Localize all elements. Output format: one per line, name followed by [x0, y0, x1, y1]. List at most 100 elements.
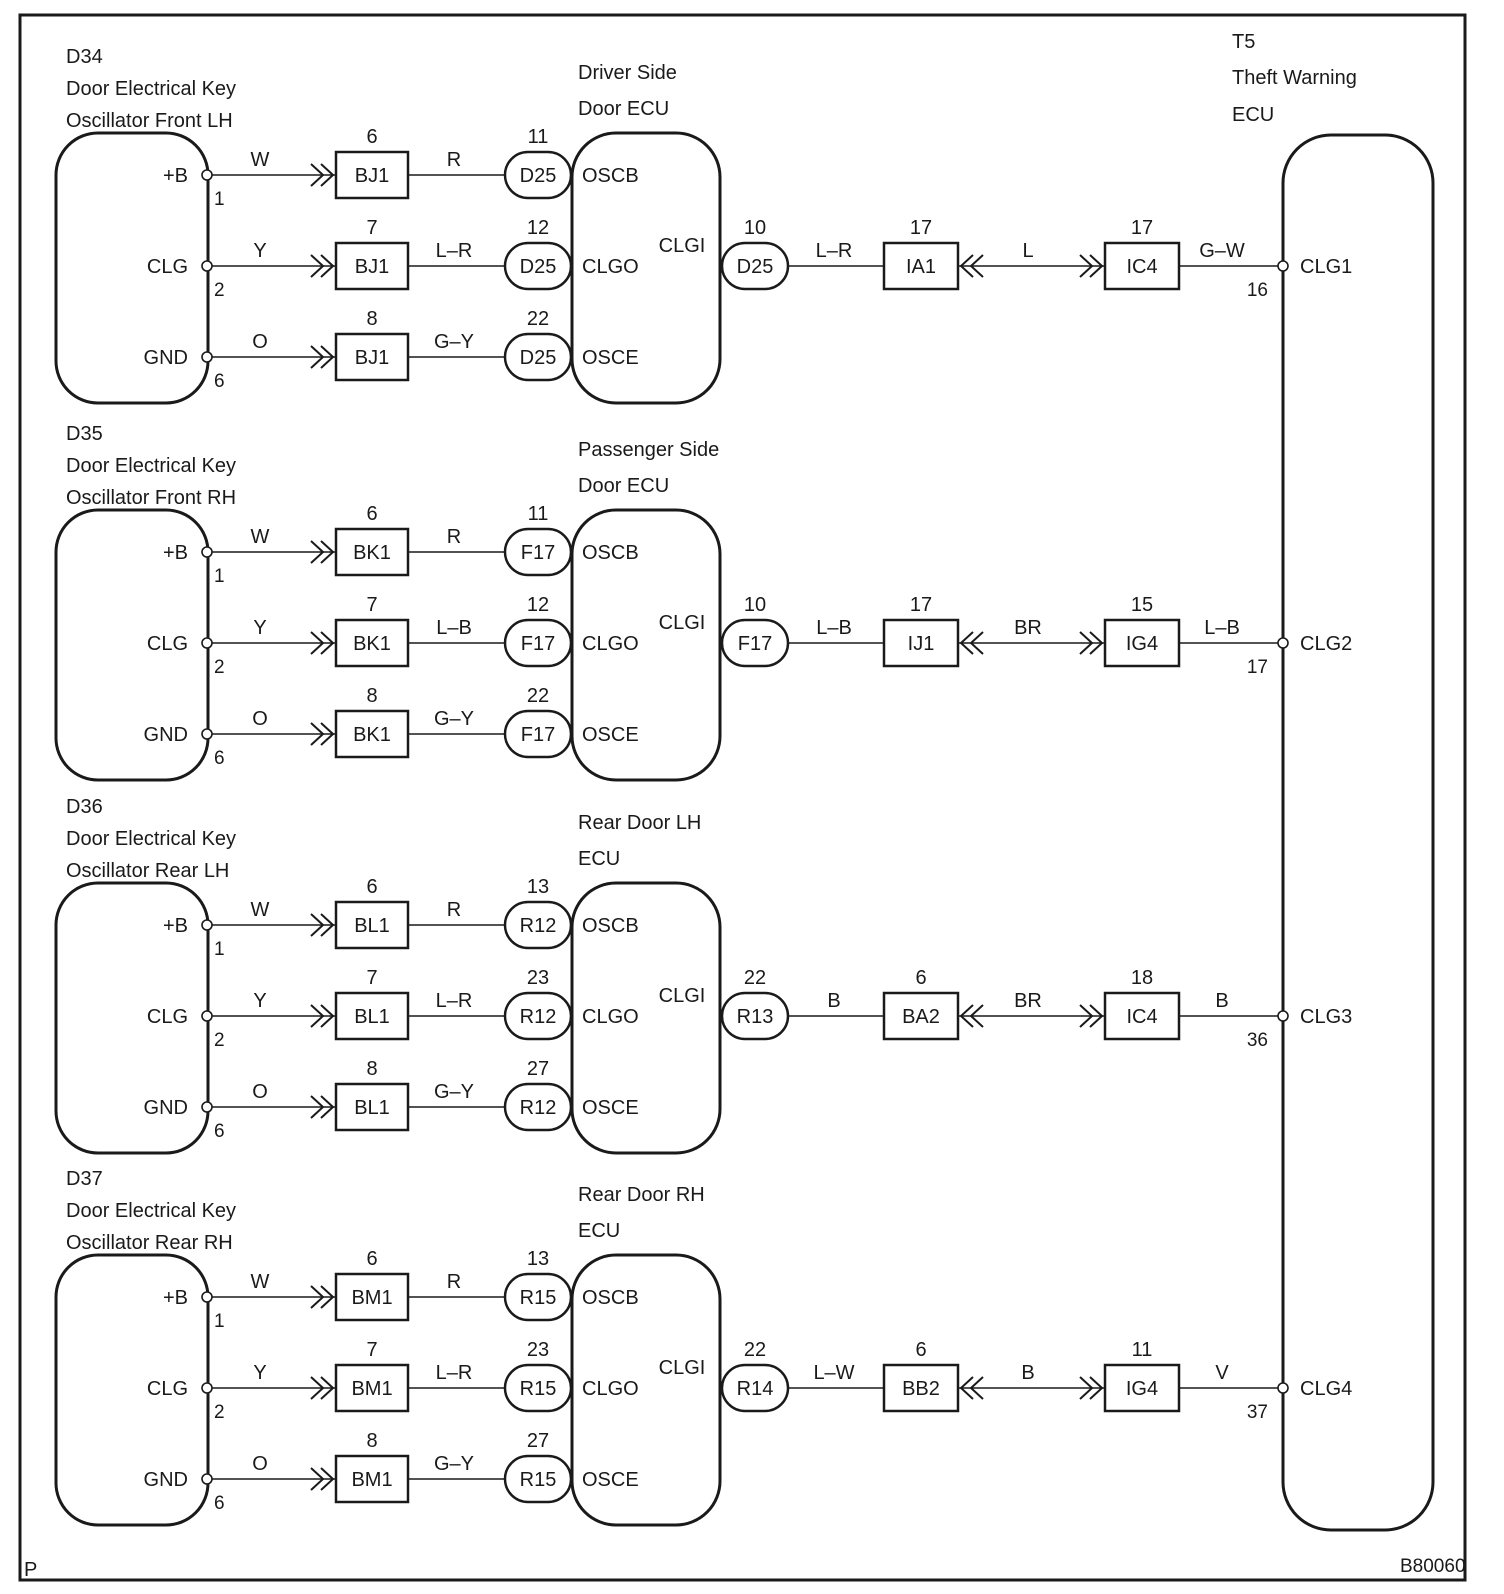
oscillator-terminal-name: +B — [163, 1287, 188, 1309]
connector-code: F17 — [521, 542, 555, 564]
junction-connector-pin: 15 — [1131, 594, 1153, 616]
oscillator-code: D34 — [66, 46, 103, 68]
junction-connector-code: BL1 — [354, 915, 390, 937]
oscillator-name-line-2: Oscillator Front LH — [66, 110, 233, 132]
connector — [503, 618, 573, 668]
arrow-right-icon — [1079, 1004, 1104, 1028]
junction-connector-code: BJ1 — [355, 256, 389, 278]
junction-connector-code: BK1 — [353, 633, 391, 655]
arrow-left-icon — [959, 1004, 984, 1028]
junction-connector-pin: 8 — [366, 308, 377, 330]
theft-ecu-terminal-pin: 36 — [1247, 1030, 1268, 1051]
connector — [503, 991, 573, 1041]
wire-color: O — [252, 708, 268, 730]
theft-ecu-name-line-1: Theft Warning — [1232, 67, 1357, 89]
terminal-dot — [1277, 1010, 1289, 1022]
oscillator-name-line-2: Oscillator Rear RH — [66, 1232, 233, 1254]
wire-color: G–Y — [434, 1453, 474, 1475]
junction-connector-pin: 6 — [366, 1248, 377, 1270]
wire-color: L–W — [813, 1362, 854, 1384]
wire-color: G–Y — [434, 1081, 474, 1103]
oscillator-terminal-name: GND — [144, 724, 188, 746]
wire-color: B — [1215, 990, 1228, 1012]
oscillator-terminal-pin: 2 — [214, 657, 225, 678]
connector-pin: 22 — [527, 308, 549, 330]
oscillator-terminal-pin: 1 — [214, 566, 225, 587]
junction-connector-code: BL1 — [354, 1006, 390, 1028]
wire-color: Y — [253, 240, 266, 262]
oscillator-terminal-name: +B — [163, 915, 188, 937]
output-connector-pin: 10 — [744, 217, 766, 239]
figure-code: B80060 — [1400, 1556, 1466, 1577]
oscillator-terminal-pin: 2 — [214, 1030, 225, 1051]
junction-connector-code: BM1 — [351, 1378, 392, 1400]
junction-connector-code: IG4 — [1126, 1378, 1158, 1400]
arrow-right-icon — [310, 1004, 335, 1028]
connector-pin: 23 — [527, 1339, 549, 1361]
oscillator-terminal-name: +B — [163, 542, 188, 564]
oscillator-terminal-pin: 6 — [214, 1121, 225, 1142]
theft-ecu-terminal-pin: 16 — [1247, 280, 1268, 301]
theft-ecu-name-line-2: ECU — [1232, 104, 1274, 126]
arrow-left-icon — [959, 254, 984, 278]
wire-color: R — [447, 526, 461, 548]
arrow-right-icon — [310, 722, 335, 746]
oscillator-name-line-2: Oscillator Rear LH — [66, 860, 229, 882]
arrow-right-icon — [310, 913, 335, 937]
arrow-right-icon — [310, 254, 335, 278]
junction-connector — [334, 527, 410, 577]
junction-connector — [334, 332, 410, 382]
junction-connector-code: BK1 — [353, 542, 391, 564]
wire-color: Y — [253, 617, 266, 639]
junction-connector-code: IA1 — [906, 256, 936, 278]
terminal-dot — [1277, 260, 1289, 272]
door-ecu-output-terminal: CLGI — [659, 235, 706, 257]
door-ecu-name-line-2: ECU — [578, 1220, 620, 1242]
junction-connector-code: IJ1 — [908, 633, 935, 655]
connector — [503, 900, 573, 950]
door-ecu-name-line-2: ECU — [578, 848, 620, 870]
theft-ecu-terminal-pin: 17 — [1247, 657, 1268, 678]
junction-connector — [1103, 241, 1181, 291]
junction-connector-pin: 18 — [1131, 967, 1153, 989]
oscillator-terminal-pin: 2 — [214, 280, 225, 301]
junction-connector — [334, 1363, 410, 1413]
junction-connector-pin: 8 — [366, 1430, 377, 1452]
oscillator-terminal-pin: 6 — [214, 748, 225, 769]
junction-connector-pin: 6 — [915, 1339, 926, 1361]
door-ecu-terminal-name: OSCB — [582, 1287, 639, 1309]
junction-connector-pin: 17 — [910, 594, 932, 616]
arrow-right-icon — [1079, 1376, 1104, 1400]
connector-code: R12 — [520, 1006, 557, 1028]
connector-pin: 27 — [527, 1058, 549, 1080]
wire-color: L–B — [436, 617, 472, 639]
connector-code: R15 — [520, 1378, 557, 1400]
terminal-dot — [201, 351, 213, 363]
connector-code: R12 — [520, 1097, 557, 1119]
door-ecu-output-terminal: CLGI — [659, 985, 706, 1007]
junction-connector-code: BL1 — [354, 1097, 390, 1119]
theft-warning-ecu: T5 Theft Warning ECU — [1232, 31, 1435, 1532]
arrow-right-icon — [310, 1095, 335, 1119]
output-connector-pin: 10 — [744, 594, 766, 616]
arrow-right-icon — [310, 1285, 335, 1309]
junction-connector-code: BK1 — [353, 724, 391, 746]
oscillator-terminal-name: GND — [144, 1097, 188, 1119]
junction-connector-pin: 17 — [910, 217, 932, 239]
door-ecu-name-line-2: Door ECU — [578, 98, 669, 120]
wire-color: Y — [253, 990, 266, 1012]
wire-color: O — [252, 1453, 268, 1475]
junction-connector-code: IC4 — [1126, 1006, 1157, 1028]
wire-color: B — [1021, 1362, 1034, 1384]
oscillator-terminal-pin: 1 — [214, 1311, 225, 1332]
